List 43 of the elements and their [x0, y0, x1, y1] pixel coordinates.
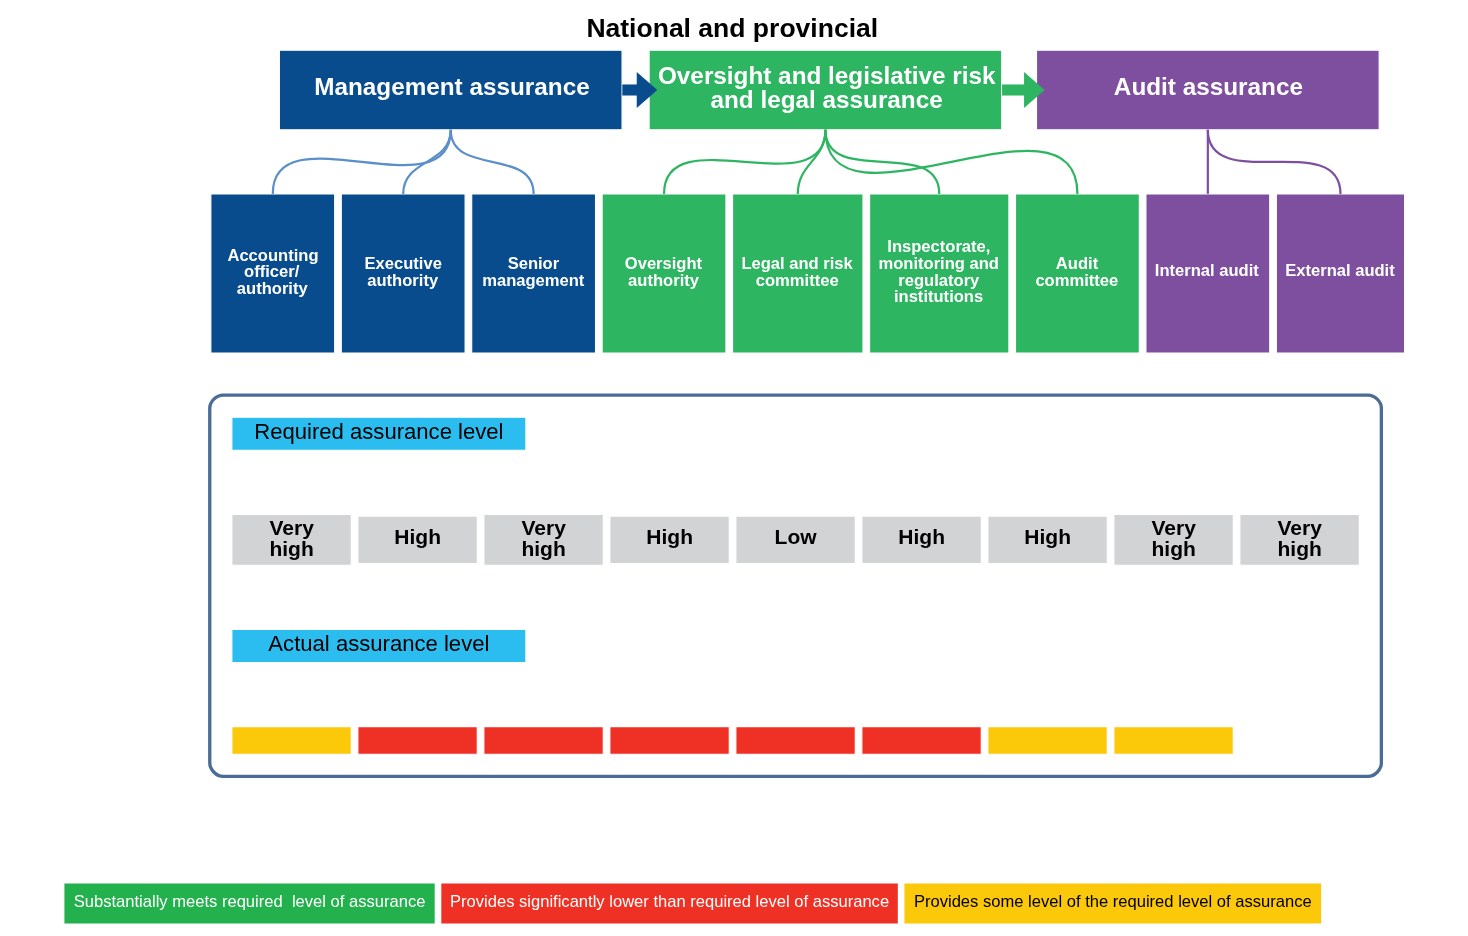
- node-bar: [986, 726, 1108, 755]
- node-box: Accounting officer/ authority: [209, 193, 335, 354]
- node-bar: [1112, 726, 1234, 755]
- node-box: Management assurance: [278, 49, 623, 131]
- node-box: Very high: [230, 513, 352, 566]
- node-box: Legal and risk committee: [731, 193, 864, 354]
- node-box: Very high: [1112, 513, 1234, 566]
- node-box: Audit committee: [1014, 193, 1140, 354]
- node-box: High: [860, 515, 982, 565]
- node-bar: [860, 726, 982, 755]
- node-box: Audit assurance: [1035, 49, 1380, 131]
- legend-label: Substantially meets required level of assurance: [73, 892, 425, 912]
- node-box: Oversight and legislative risk and legal assurance: [648, 49, 1002, 131]
- node-box: High: [608, 515, 730, 565]
- connector: [823, 129, 1078, 195]
- node-bar: [608, 726, 730, 755]
- connector: [1206, 129, 1342, 195]
- arrow: [1001, 72, 1045, 108]
- node-box: High: [356, 515, 478, 565]
- node-bar: [482, 726, 604, 755]
- node-bar: [230, 726, 352, 755]
- cluster: [207, 393, 1383, 779]
- node-bar: [356, 726, 478, 755]
- node-box: Senior management: [470, 193, 596, 354]
- node-bar: [734, 726, 856, 755]
- diagram-title: National and provincial: [585, 13, 878, 44]
- node-box: Executive authority: [340, 193, 466, 354]
- node-box: Required assurance level: [230, 416, 526, 451]
- node-box: Low: [734, 515, 856, 565]
- node-box: High: [986, 515, 1108, 565]
- arrow: [621, 72, 657, 108]
- legend-label: Provides significantly lower than required level of assurance: [449, 892, 889, 912]
- legend-label: Provides some level of the required level of assurance: [913, 892, 1312, 912]
- node-box: Inspectorate, monitoring and regulatory institutions: [868, 193, 1009, 354]
- node-box: Oversight authority: [601, 193, 726, 354]
- node-box: Very high: [482, 513, 604, 566]
- node-box: Actual assurance level: [230, 628, 526, 664]
- connector: [401, 129, 452, 194]
- connector: [271, 129, 452, 195]
- node-box: Very high: [1238, 513, 1360, 566]
- connector: [449, 129, 535, 195]
- node-box: Internal audit: [1144, 193, 1270, 354]
- node-box: External audit: [1275, 193, 1405, 354]
